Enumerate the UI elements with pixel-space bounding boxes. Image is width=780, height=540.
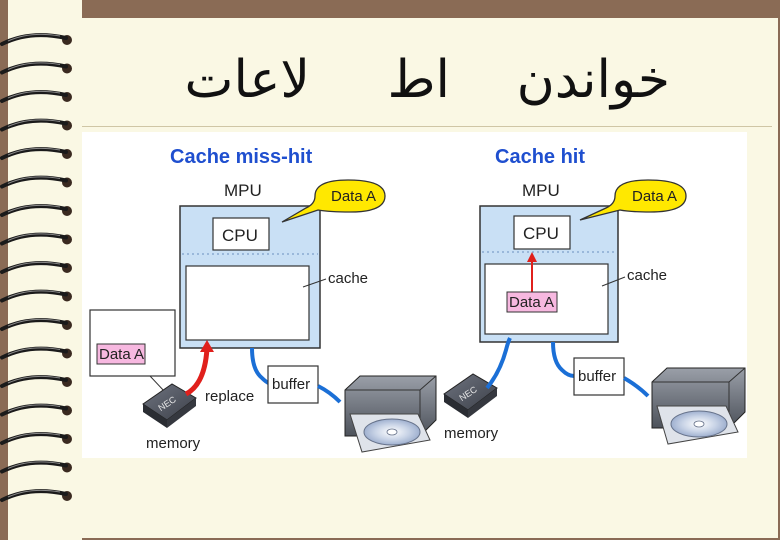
cache-data-label: Data A (509, 294, 554, 311)
binding-ring (0, 147, 72, 160)
binding-ring (0, 90, 72, 103)
memory-chip: NEC (443, 373, 498, 418)
spiral-binding (0, 33, 72, 502)
binding-ring (0, 375, 72, 388)
diagram-title: Cache miss-hit (170, 146, 313, 168)
title-underline (82, 126, 772, 127)
memory-data-box (96, 343, 146, 365)
buffer-drive-wire (317, 384, 342, 404)
binding-ring (0, 403, 72, 417)
title-word-1: خواندن (516, 50, 670, 110)
bubble-label: Data A (331, 188, 376, 205)
data-bubble (579, 179, 687, 221)
mpu-label: MPU (522, 181, 560, 200)
mpu-label: MPU (224, 181, 262, 200)
buffer-box (267, 365, 319, 404)
cpu-label: CPU (222, 226, 258, 245)
buffer-box (573, 357, 625, 396)
replace-arrow-head (200, 340, 214, 352)
diagram-title: Cache hit (495, 146, 585, 168)
binding-ring (0, 460, 72, 474)
memory-mpu-wire (485, 337, 512, 390)
diagram-cache-miss-hit: Cache miss-hit MPU CPU cache Data A Data… (89, 146, 437, 453)
memory-note-box (89, 309, 176, 377)
cache-box (185, 265, 310, 341)
binding-ring (0, 204, 72, 217)
cache-box (484, 263, 609, 335)
memory-data-label: Data A (99, 346, 144, 363)
data-bubble (281, 179, 386, 223)
binding-ring (0, 33, 72, 46)
cache-pointer (302, 278, 327, 288)
cpu-label: CPU (523, 224, 559, 243)
binding-ring (0, 432, 72, 445)
memory-label: memory (146, 435, 201, 452)
replace-label: replace (205, 388, 254, 405)
disc-drive (344, 375, 437, 453)
buffer-label: buffer (272, 376, 310, 393)
diagram-cache-hit: Cache hit MPU CPU cache Data A Data A NE… (443, 146, 746, 445)
cache-data-box (506, 291, 558, 313)
binding-ring (0, 346, 72, 360)
disc-drive (651, 367, 746, 445)
mpu-buffer-wire (551, 341, 575, 378)
cache-pointer (601, 276, 626, 287)
binding-ring (0, 61, 72, 75)
title-word-3: لاعات (184, 50, 310, 110)
binding-ring (0, 175, 72, 189)
buffer-drive-wire (623, 376, 650, 398)
binding-ring (0, 261, 72, 274)
binding-ring (0, 118, 72, 132)
replace-arrow (184, 347, 210, 397)
binding-ring (0, 289, 72, 303)
cpu-box (212, 217, 270, 251)
cache-label: cache (627, 267, 667, 284)
binding-ring (0, 489, 72, 502)
binding-ring (0, 318, 72, 331)
memory-label: memory (444, 425, 499, 442)
memory-chip: NEC (142, 383, 197, 428)
memory-note-pointer (149, 375, 166, 393)
title-word-2: اط (387, 50, 450, 110)
cpu-box (513, 215, 571, 250)
bubble-label: Data A (632, 188, 677, 205)
hit-arrow-head (527, 252, 537, 262)
buffer-label: buffer (578, 368, 616, 385)
binding-ring (0, 232, 72, 246)
cache-label: cache (328, 270, 368, 287)
